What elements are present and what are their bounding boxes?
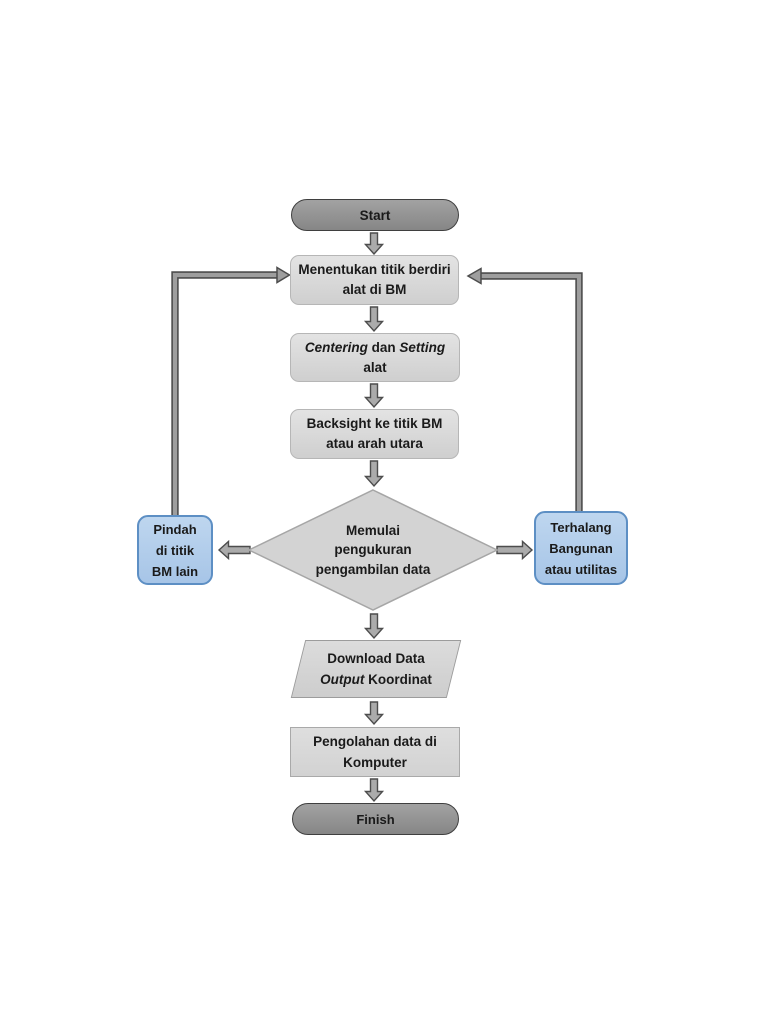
start-node: Start [291,199,459,231]
diamond-shape [248,489,498,611]
loop-move-bm-to-determine [171,266,291,515]
arrow-start-to-determine [363,232,385,256]
arrow-decision-to-download [363,613,385,640]
arrow-processing-to-finish [363,778,385,803]
arrow-decision-to-blocked [496,539,534,561]
arrow-decision-to-move-bm [217,539,251,561]
loop-blocked-to-determine [466,267,583,512]
finish-label: Finish [356,811,395,827]
arrow-backsight-to-decision [363,460,385,488]
arrow-centering-to-backsight [363,383,385,409]
arrow-download-to-processing [363,701,385,726]
finish-node: Finish [292,803,459,835]
start-label: Start [359,207,391,223]
arrow-determine-to-centering [363,306,385,333]
